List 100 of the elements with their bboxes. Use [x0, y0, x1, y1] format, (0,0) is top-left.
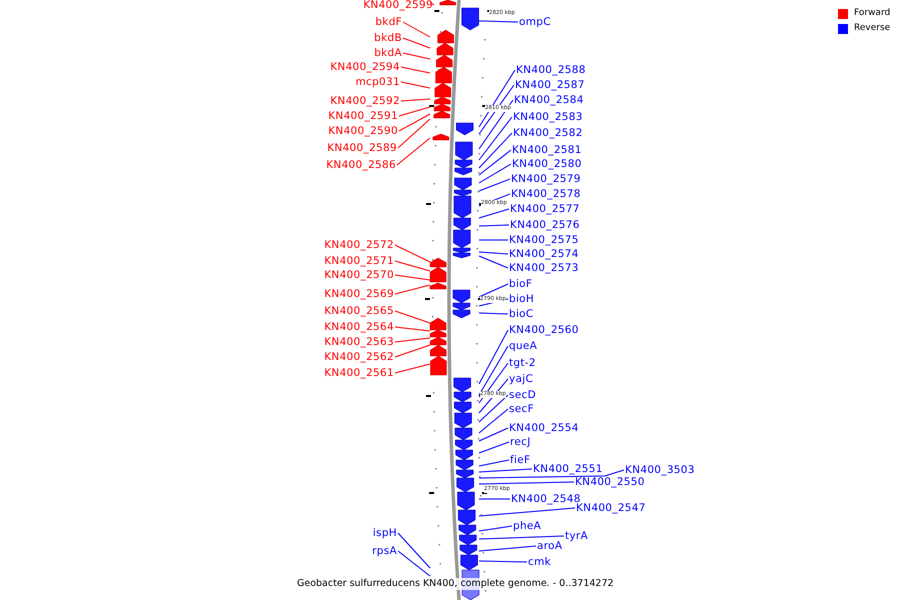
gene-label: KN400_2576 — [510, 219, 580, 231]
gene-label: bkdF — [375, 16, 402, 28]
leader-line — [400, 82, 431, 88]
leader-line — [478, 428, 508, 442]
gene-label: KN400_2587 — [515, 79, 585, 91]
leader-line — [478, 256, 508, 268]
gene-label: KN400_2571 — [324, 255, 394, 267]
gene-label: KN400_2579 — [511, 173, 581, 185]
gene-label: KN400_2565 — [324, 305, 394, 317]
gene-label: KN400_2563 — [324, 336, 394, 348]
gene-label: fieF — [510, 454, 530, 466]
gene-label: KN400_2580 — [512, 158, 582, 170]
leader-line — [478, 536, 564, 540]
gene-label: queA — [509, 340, 538, 352]
leader-line — [394, 284, 431, 294]
gene-label: secD — [509, 389, 536, 401]
gene-label: KN400_2574 — [509, 248, 579, 260]
gene-label: ispH — [372, 527, 397, 539]
gene-label: bkdB — [374, 32, 402, 44]
leader-line — [430, 2, 434, 6]
leader-line — [478, 498, 510, 500]
gene-label: KN400_2560 — [509, 324, 579, 336]
gene-label: KN400_2584 — [514, 94, 584, 106]
gene-label: recJ — [510, 436, 531, 448]
leader-line — [398, 114, 431, 132]
leader-line — [478, 150, 512, 176]
leader-line — [400, 66, 431, 74]
gene-label: KN400_3503 — [625, 464, 695, 476]
gene-label: KN400_2581 — [512, 144, 582, 156]
leader-line — [478, 132, 512, 168]
leader-line — [478, 482, 574, 484]
leader-line — [394, 326, 431, 332]
gene-label: KN400_2550 — [575, 476, 645, 488]
leader-line — [478, 346, 508, 396]
gene-label: bioF — [509, 278, 532, 290]
gene-label: KN400_2592 — [330, 95, 400, 107]
leader-line — [478, 408, 508, 434]
leader-line — [478, 116, 512, 160]
leader-line — [478, 468, 532, 472]
gene-label: aroA — [537, 540, 562, 552]
leader-line — [478, 20, 518, 22]
leader-line — [478, 560, 528, 562]
gene-label: KN400_2578 — [511, 188, 581, 200]
gene-label: KN400_2561 — [324, 367, 394, 379]
gene-label: KN400_2569 — [324, 288, 394, 300]
gene-label: bkdA — [374, 47, 402, 59]
leader-line — [478, 508, 576, 516]
leader-line — [402, 38, 431, 48]
legend-label: Forward — [854, 8, 890, 19]
gene-label: KN400_2588 — [516, 64, 586, 76]
gene-label: KN400_2570 — [324, 269, 394, 281]
gene-label: KN400_2582 — [513, 127, 583, 139]
gene-label: KN400_2589 — [327, 142, 397, 154]
leader-line — [478, 442, 510, 454]
gene-label: KN400_2575 — [509, 234, 579, 246]
leader-line — [394, 260, 431, 272]
gene-label: KN400_2599 — [363, 0, 433, 11]
leader-line — [398, 118, 431, 148]
leader-line — [402, 52, 431, 60]
leader-line — [394, 310, 431, 324]
gene-label: KN400_2547 — [576, 502, 646, 514]
leader-line — [478, 330, 508, 384]
gene-label: KN400_2591 — [328, 110, 398, 122]
gene-label: bioC — [509, 308, 534, 320]
leader-line — [394, 338, 431, 342]
gene-label: mcp031 — [355, 76, 400, 88]
gene-label: KN400_2564 — [324, 321, 394, 333]
leader-line — [478, 164, 512, 184]
leader-line — [478, 312, 508, 314]
gene-label: pheA — [513, 520, 542, 532]
leader-line — [478, 526, 512, 532]
gene-label: ompC — [519, 16, 551, 28]
leader-line — [402, 22, 431, 38]
leader-line — [398, 550, 431, 576]
gene-label: KN400_2573 — [509, 262, 579, 274]
leader-line — [478, 224, 510, 226]
leader-line — [396, 138, 431, 166]
leader-line — [478, 70, 516, 128]
gene-label: tgt-2 — [509, 357, 536, 369]
leader-line — [478, 470, 624, 478]
leader-line — [394, 364, 431, 374]
leader-line — [398, 532, 431, 568]
leader-line — [478, 460, 510, 466]
leader-line — [478, 546, 536, 552]
gene-label: KN400_2551 — [533, 463, 603, 475]
gene-label: bioH — [509, 293, 534, 305]
gene-label: secF — [509, 403, 534, 415]
gene-label: KN400_2548 — [511, 493, 581, 505]
leader-line — [394, 274, 431, 280]
leader-line — [478, 84, 514, 134]
gene-label: KN400_2562 — [324, 351, 394, 363]
gene-label: rpsA — [372, 545, 397, 557]
gene-label: KN400_2554 — [509, 422, 579, 434]
gene-label: KN400_2577 — [510, 203, 580, 215]
gene-label: KN400_2586 — [326, 159, 396, 171]
leader-line — [478, 252, 508, 254]
gene-label: KN400_2572 — [324, 239, 394, 251]
leader-line — [478, 100, 514, 150]
leader-line — [400, 98, 431, 102]
gene-label: KN400_2583 — [513, 111, 583, 123]
